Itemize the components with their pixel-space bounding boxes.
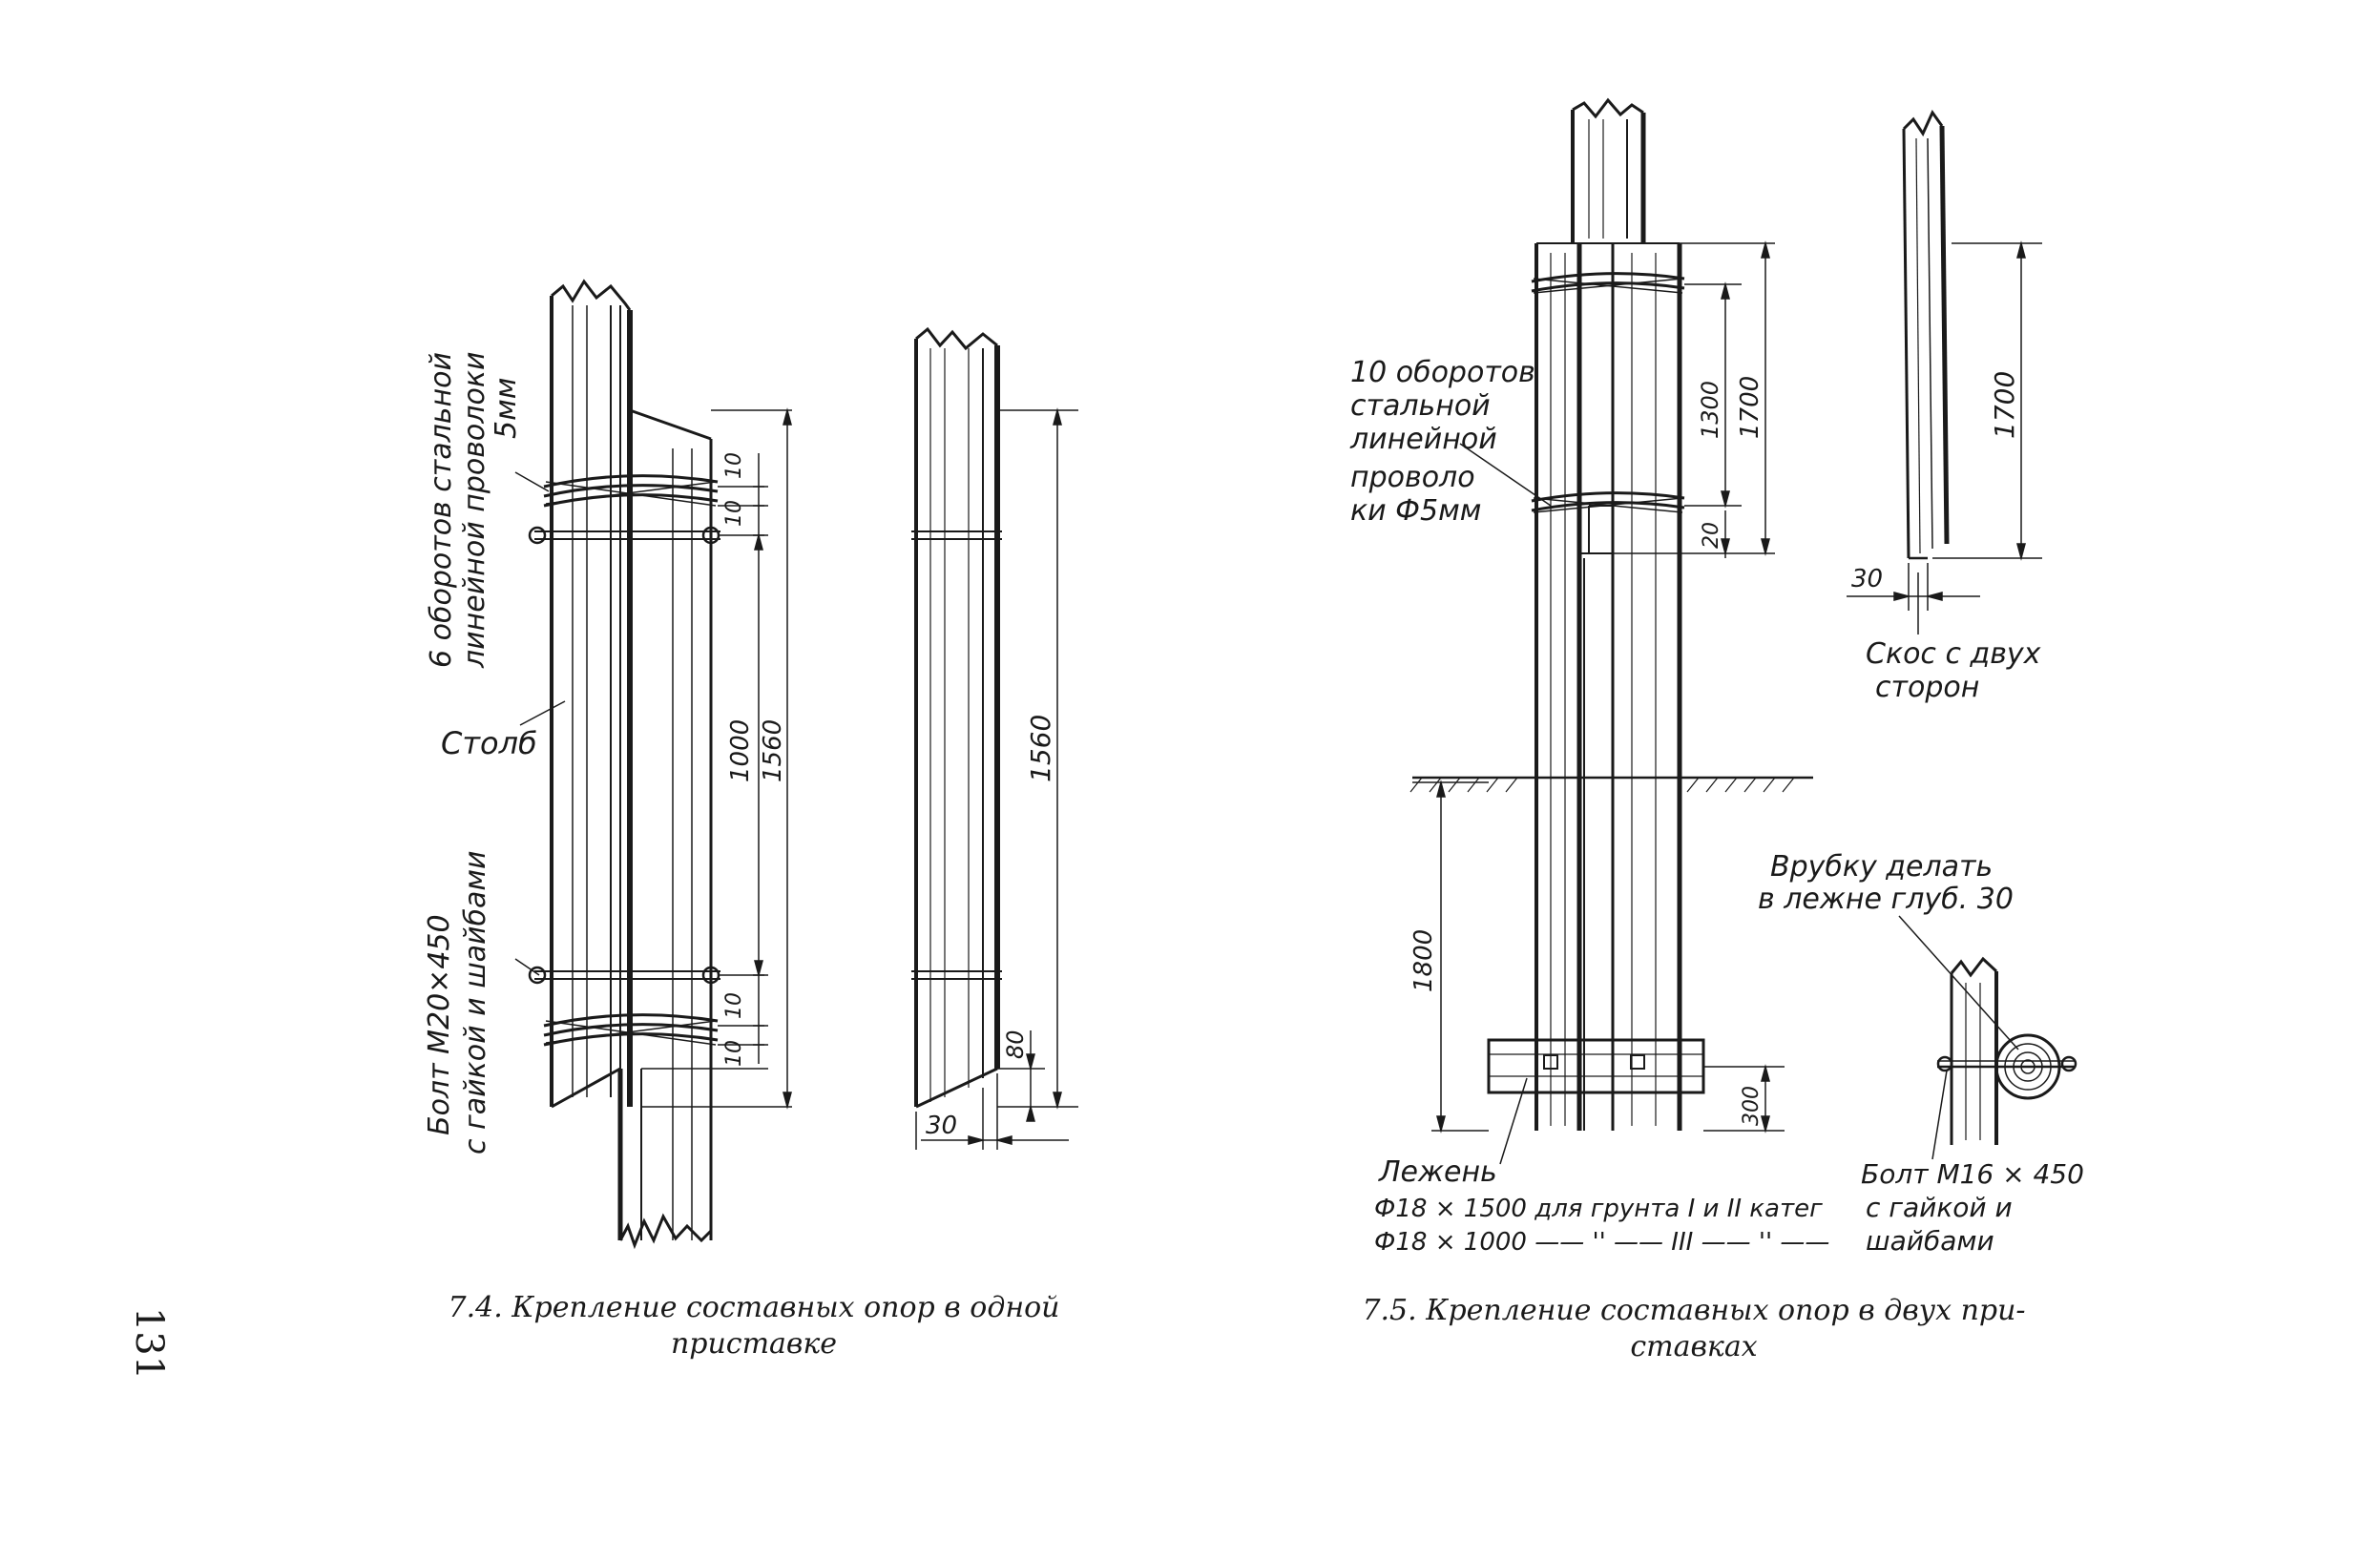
fig74-dim-10a: 10 (722, 452, 746, 479)
fig74-caption: 7.4. Крепление составных опор в одной пр… (382, 1290, 1126, 1362)
fig75-wire-label-3: линейной (1349, 423, 1497, 456)
fig75-wire-label-5: ки Ф5мм (1350, 494, 1481, 528)
fig75-bevel-label-2: сторон (1875, 671, 1979, 704)
fig75-dim-1800: 1800 (1409, 929, 1438, 992)
fig75-main-assembly (1409, 97, 1813, 1131)
fig74-bolt-label-2: с гайкой и шайбами (459, 850, 492, 1154)
fig75-bolt-label-2: с гайкой и (1866, 1192, 2013, 1223)
fig75-dim-20: 20 (1700, 522, 1723, 549)
fig74-post-label: Столб (441, 725, 537, 761)
fig75-dim-1700: 1700 (1736, 376, 1764, 439)
fig74-dimensions (514, 407, 792, 1110)
fig74-side-view (911, 326, 1002, 1109)
fig75-notch-label-1: Врубку делать (1770, 850, 1993, 884)
fig74-dim-10b: 10 (722, 500, 746, 527)
fig74-dim-10d: 10 (722, 1040, 746, 1067)
fig75-wire-label-2: стальной (1350, 389, 1491, 423)
fig75-caption: 7.5. Крепление составных опор в двух при… (1322, 1293, 2066, 1365)
fig74-bolt-label-1: Болт М20×450 (423, 914, 456, 1135)
fig75-side-dimensions (1847, 240, 2042, 634)
fig74-main-assembly (528, 279, 720, 1250)
fig75-wire-label-4: проволо (1350, 461, 1475, 494)
fig75-sill-line-1: Ф18 × 1500 для грунта I и II катег (1374, 1195, 1823, 1223)
fig74-dim-10c: 10 (722, 992, 746, 1019)
fig75-dimensions (1412, 240, 1785, 1165)
fig74-dim-1000: 1000 (726, 719, 755, 782)
fig75-bolt-label-3: шайбами (1866, 1225, 1994, 1257)
fig74-side-dim-80: 80 (1002, 1030, 1029, 1059)
fig74-side-dim-30: 30 (926, 1112, 957, 1140)
fig75-section-detail (1898, 915, 2077, 1160)
fig75-notch-label-2: в лежне глуб. 30 (1758, 883, 2014, 916)
fig74-wire-label-2: линейной проволоки (458, 352, 491, 669)
fig75-sill-label: Лежень (1378, 1155, 1497, 1189)
fig74-side-dim-1560: 1560 (1025, 715, 1056, 782)
fig74-side-dimensions (915, 407, 1078, 1150)
fig75-dim-1300: 1300 (1697, 381, 1723, 439)
fig75-side-dim-1700: 1700 (1989, 371, 2020, 439)
fig75-caption-line-1: 7.5. Крепление составных опор в двух при… (1362, 1294, 2026, 1327)
fig75-dim-300: 300 (1740, 1086, 1764, 1126)
fig74-caption-line-1: 7.4. Крепление составных опор в одной (448, 1291, 1060, 1324)
fig75-bolt-label-1: Болт М16 × 450 (1861, 1158, 2084, 1190)
fig75-wire-label-1: 10 оборотов (1350, 356, 1535, 389)
page-number: 131 (127, 1306, 172, 1381)
fig74-caption-line-2: приставке (670, 1327, 838, 1361)
fig75-sill-line-2: Ф18 × 1000 —— '' —— III —— '' —— (1374, 1228, 1829, 1257)
fig74-wire-label-1: 6 оборотов стальной (425, 352, 458, 668)
fig74-wire-label-3: 5мм (490, 378, 523, 439)
fig75-bevel-label-1: Скос с двух (1866, 637, 2041, 671)
fig75-side-dim-30: 30 (1851, 565, 1883, 593)
fig74-dim-1560: 1560 (759, 719, 787, 782)
fig75-caption-line-2: ставках (1630, 1330, 1758, 1363)
fig75-side-view (1902, 110, 1950, 560)
